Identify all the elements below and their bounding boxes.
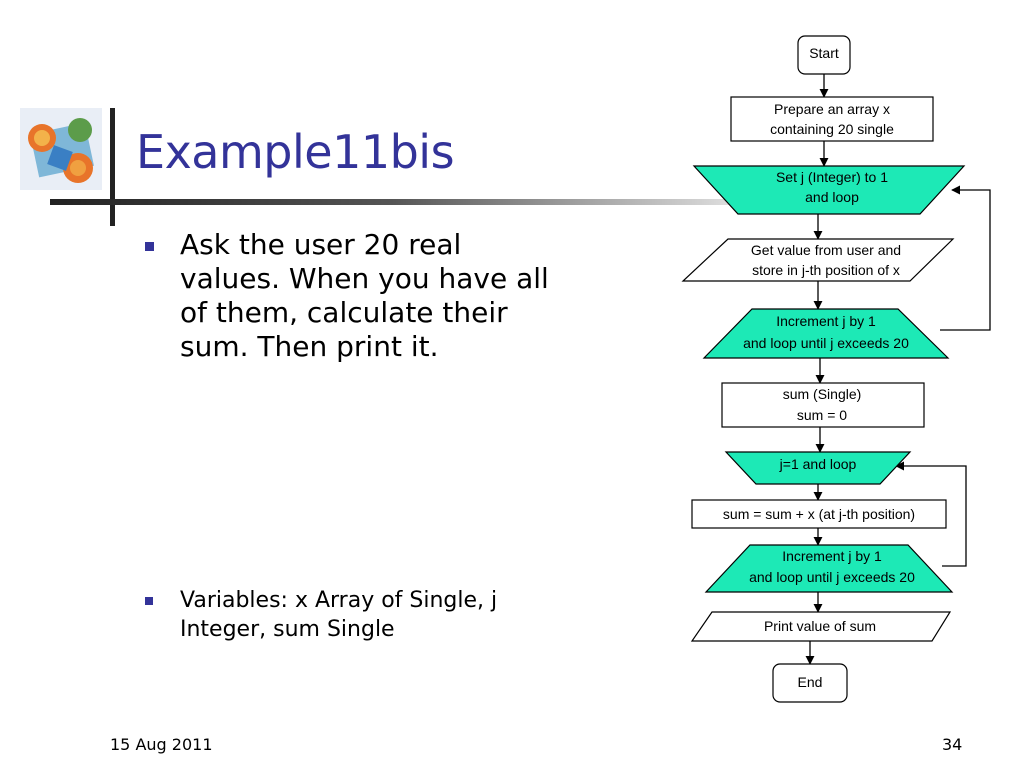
bullet-square-icon — [145, 597, 153, 605]
prepare-array-line-2: containing 20 single — [770, 121, 894, 137]
declare-sum-line-2: sum = 0 — [797, 407, 847, 423]
start-label: Start — [809, 45, 839, 61]
accumulate-box — [691, 499, 947, 529]
bullet-item-variables: Variables: x Array of Single, j Integer,… — [145, 586, 570, 644]
bullet-item-task: Ask the user 20 real values. When you ha… — [145, 228, 560, 364]
accumulate-label: sum = sum + x (at j-th position) — [723, 506, 915, 522]
loop1-start-line-1: Set j (Integer) to 1 — [776, 169, 888, 185]
output-label: Print value of sum — [764, 618, 876, 634]
input-parallelogram — [681, 238, 955, 282]
loop1-start-shape — [692, 165, 966, 215]
title-horizontal-rule — [50, 199, 810, 205]
loop1-end-line-1: Increment j by 1 — [776, 313, 876, 329]
loop2-end-shape — [704, 544, 954, 593]
end-terminal — [772, 663, 848, 703]
bullet-text: Ask the user 20 real values. When you ha… — [180, 228, 549, 363]
prepare-array-box — [730, 96, 934, 142]
prepare-array-line-1: Prepare an array x — [774, 101, 890, 117]
loop-back-arrow-2 — [895, 461, 967, 567]
end-label: End — [798, 674, 823, 690]
loop1-end-line-2: and loop until j exceeds 20 — [743, 335, 909, 351]
slide-title: Example11bis — [136, 125, 455, 179]
loop2-start-shape — [724, 451, 912, 485]
title-vertical-rule — [110, 108, 115, 226]
bullet-text: Variables: x Array of Single, j Integer,… — [180, 588, 498, 642]
input-line-2: store in j-th position of x — [752, 262, 900, 278]
loop2-start-label: j=1 and loop — [779, 456, 857, 472]
loop-back-arrow-1 — [940, 185, 991, 331]
loop2-end-line-2: and loop until j exceeds 20 — [749, 569, 915, 585]
footer-date: 15 Aug 2011 — [110, 735, 213, 754]
loop1-end-shape — [702, 308, 950, 359]
start-terminal — [797, 35, 851, 75]
presentation-logo-icon — [20, 108, 102, 190]
declare-sum-box — [721, 382, 925, 428]
bullet-square-icon — [145, 242, 154, 251]
declare-sum-line-1: sum (Single) — [783, 386, 862, 402]
output-parallelogram — [690, 611, 952, 642]
input-line-1: Get value from user and — [751, 242, 901, 258]
loop1-start-line-2: and loop — [805, 189, 859, 205]
page-number: 34 — [942, 735, 963, 754]
loop2-end-line-1: Increment j by 1 — [782, 548, 882, 564]
